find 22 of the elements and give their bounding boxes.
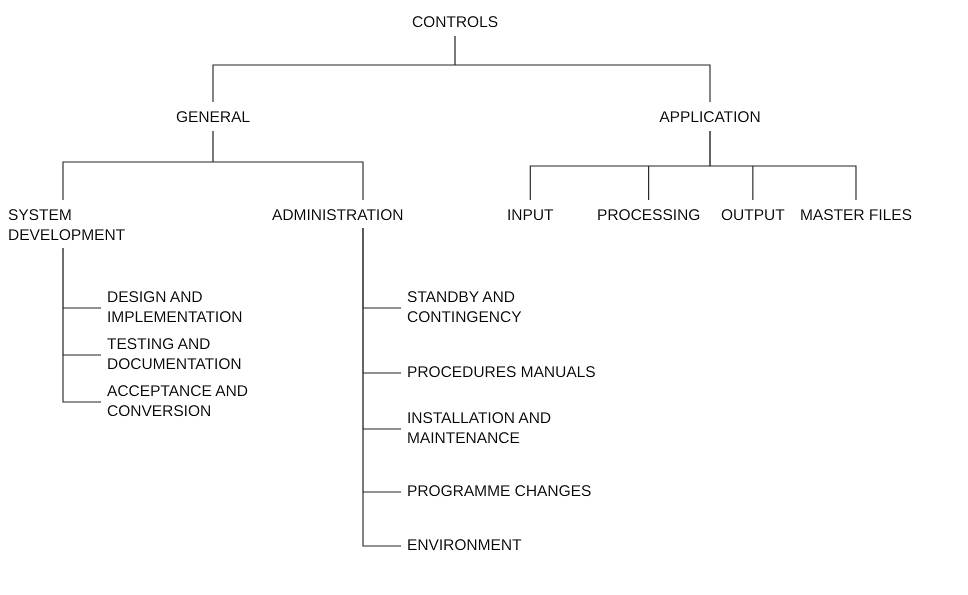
node-label: DESIGN AND IMPLEMENTATION xyxy=(107,289,242,326)
node-label: ACCEPTANCE AND CONVERSION xyxy=(107,383,248,420)
node-label: ADMINISTRATION xyxy=(272,207,404,224)
node-label: SYSTEM DEVELOPMENT xyxy=(8,207,126,244)
connector-line xyxy=(709,131,857,200)
node-label: CONTROLS xyxy=(412,14,498,31)
node-label: STANDBY AND CONTINGENCY xyxy=(407,289,522,326)
node-label: ENVIRONMENT xyxy=(407,537,522,554)
node-label: MASTER FILES xyxy=(800,207,912,224)
connector-line xyxy=(212,131,364,200)
connector-line xyxy=(362,228,401,547)
node-label: PROGRAMME CHANGES xyxy=(407,483,592,500)
node-label: OUTPUT xyxy=(721,207,785,224)
connector-line xyxy=(454,36,711,102)
node-label: GENERAL xyxy=(176,109,250,126)
node-label: PROCEDURES MANUALS xyxy=(407,364,596,381)
node-label: INPUT xyxy=(507,207,554,224)
node-label: APPLICATION xyxy=(659,109,761,126)
node-label: INSTALLATION AND MAINTENANCE xyxy=(407,410,552,447)
node-label: TESTING AND DOCUMENTATION xyxy=(107,336,242,373)
node-label: PROCESSING xyxy=(597,207,700,224)
connector-line xyxy=(62,248,101,403)
